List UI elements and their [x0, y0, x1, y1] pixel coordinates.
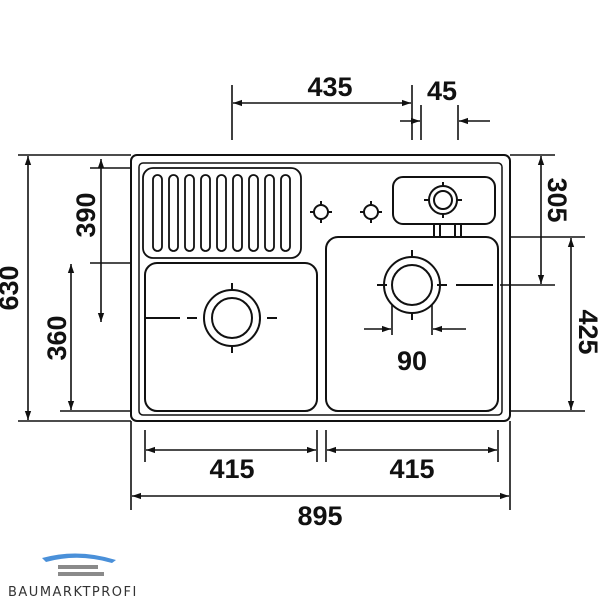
dim-label-415-left: 415: [209, 454, 254, 484]
drainer-board: [142, 167, 302, 259]
dim-label-425: 425: [573, 309, 600, 354]
dimension-labels: 435 45 630 390 360 305 425 90 415 415 89…: [0, 72, 600, 531]
dim-label-90: 90: [397, 346, 427, 376]
drainer-area: [142, 167, 302, 259]
left-bowl-drain-icon: [146, 283, 277, 353]
small-bowl: [392, 176, 496, 237]
logo-roof-icon: [42, 553, 116, 563]
dim-label-630: 630: [0, 265, 24, 310]
sink-outer-rim: [130, 154, 511, 422]
dim-label-360: 360: [42, 315, 72, 360]
tap-holes: [310, 201, 382, 223]
logo-bar-2: [58, 572, 104, 576]
dim-label-45: 45: [427, 76, 457, 106]
tap-hole-right-icon: [360, 201, 382, 223]
right-bowl-outline: [325, 236, 499, 412]
overflow-pipes: [433, 224, 462, 237]
dim-label-305: 305: [542, 177, 572, 222]
dimension-lines: [18, 85, 585, 510]
dim-label-435: 435: [307, 72, 352, 102]
dim-label-390: 390: [71, 192, 101, 237]
dim-label-895: 895: [297, 501, 342, 531]
drainer-ribs: [152, 174, 291, 252]
tap-hole-left-icon: [310, 201, 332, 223]
sink-body: [130, 154, 511, 422]
small-bowl-drain-icon: [424, 182, 462, 218]
dim-label-415-right: 415: [389, 454, 434, 484]
small-bowl-outline: [392, 176, 496, 225]
left-bowl: [144, 262, 318, 412]
sink-inner-rim: [138, 162, 503, 416]
right-bowl: [325, 236, 499, 412]
logo-text: BAUMARKTPROFI: [8, 585, 138, 600]
baumarktprofi-logo: BAUMARKTPROFI: [8, 553, 138, 600]
logo-bar-1: [58, 565, 98, 569]
right-bowl-drain-icon: [377, 250, 493, 320]
left-bowl-outline: [144, 262, 318, 412]
